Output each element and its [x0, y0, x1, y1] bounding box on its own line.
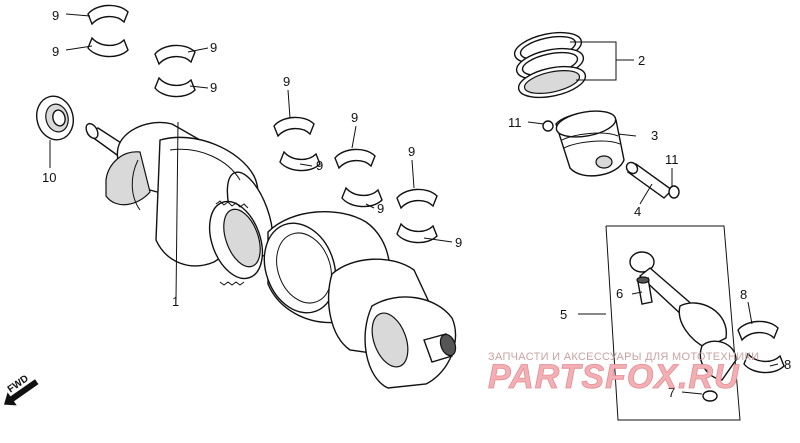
callout-6: 6: [616, 286, 623, 301]
callout-9: 9: [283, 74, 290, 89]
forward-direction-arrow: FWD: [3, 373, 39, 406]
callout-9: 9: [377, 201, 384, 216]
callout-9: 9: [52, 44, 59, 59]
conrod-bearing-lower: [743, 352, 785, 374]
oil-seal: [36, 95, 74, 141]
connecting-rod-assembly: [605, 225, 741, 421]
callout-11: 11: [665, 152, 679, 167]
piston-pin-clip-right: [668, 185, 680, 199]
callout-3: 3: [651, 128, 658, 143]
callout-8: 8: [740, 287, 747, 302]
callout-9: 9: [455, 235, 462, 250]
callout-8: 8: [784, 357, 791, 372]
callout-2: 2: [638, 53, 645, 68]
callout-9: 9: [408, 144, 415, 159]
callout-7: 7: [668, 385, 675, 400]
callout-11: 11: [508, 115, 522, 130]
piston-pin-clip-left: [542, 120, 554, 132]
leader-lines: [49, 13, 779, 395]
callout-9: 9: [351, 110, 358, 125]
callout-9: 9: [210, 40, 217, 55]
callout-10: 10: [42, 170, 56, 185]
conrod-nut: [702, 390, 718, 402]
primary-gear: [208, 200, 264, 286]
callout-9: 9: [316, 158, 323, 173]
callout-9: 9: [210, 80, 217, 95]
callouts: 9 9 9 9 9 9 9 9 9 9 9 9 10 1 2 3 4 11 11…: [42, 8, 791, 400]
callout-5: 5: [560, 307, 567, 322]
watermark-caption: ЗАПЧАСТИ И АКСЕССУАРЫ ДЛЯ МОТОТЕХНИКИ: [488, 351, 759, 363]
callout-1: 1: [172, 294, 179, 309]
piston-rings: [513, 31, 587, 99]
callout-4: 4: [634, 204, 641, 219]
piston: [555, 110, 625, 177]
main-bearing-shells: [87, 4, 785, 374]
crankshaft: [85, 121, 457, 389]
watermark-brand: PARTSFOX.RU: [488, 358, 740, 396]
watermark: ЗАПЧАСТИ И АКСЕССУАРЫ ДЛЯ МОТОТЕХНИКИ PA…: [488, 351, 759, 396]
callout-9: 9: [52, 8, 59, 23]
conrod-bearing-upper: [737, 320, 779, 342]
